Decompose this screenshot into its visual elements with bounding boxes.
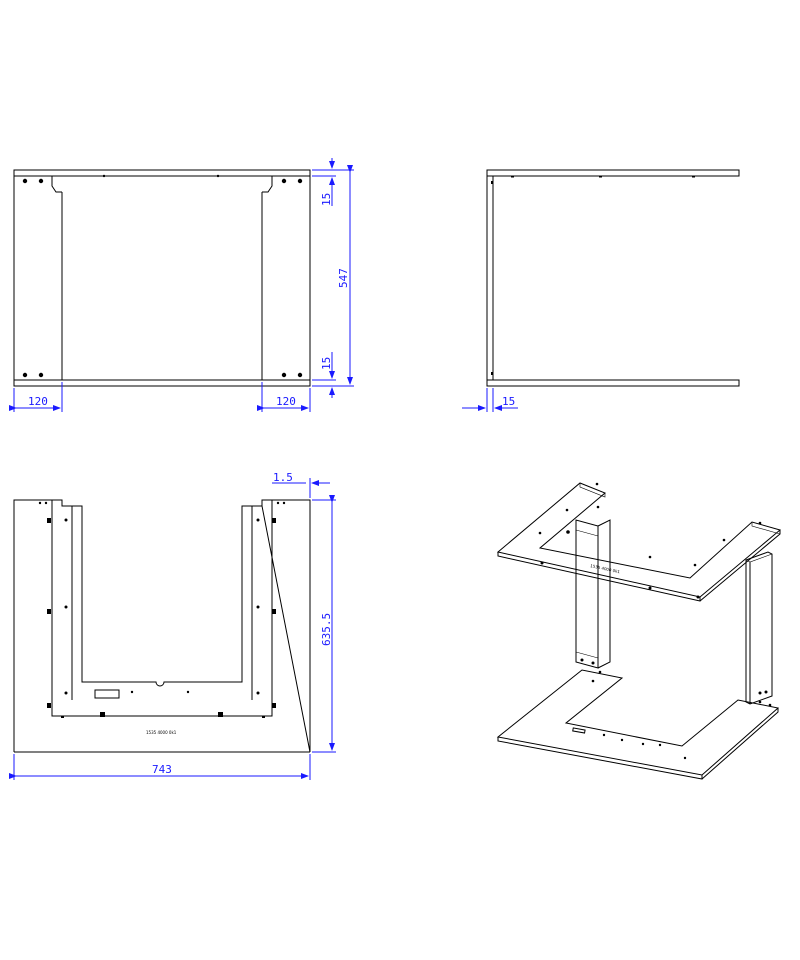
side-dimensions: 15	[462, 388, 518, 412]
top-base-plate	[13, 499, 311, 753]
dim-side-thickness: 15	[502, 395, 515, 408]
front-bottom-plate	[13, 379, 311, 387]
isometric-view: 1535 4000 0k1	[496, 482, 782, 780]
dim-width: 743	[152, 763, 172, 776]
side-view: 15	[462, 169, 740, 412]
top-view: 1535 4000 0k1 1.5 635.5 743	[9, 471, 336, 780]
top-part-number: 1535 4000 0k1	[146, 730, 177, 735]
top-cable-slot	[94, 689, 120, 699]
iso-part-number: 1535 4000 0k1	[590, 563, 621, 574]
dim-top-thickness: 15	[320, 193, 333, 206]
front-right-panel	[261, 175, 311, 380]
iso-base-plate	[496, 669, 780, 780]
dim-left-width: 120	[28, 395, 48, 408]
dim-right-width: 120	[276, 395, 296, 408]
iso-right-panel	[745, 551, 773, 705]
side-panel	[486, 176, 494, 380]
iso-top-frame: 1535 4000 0k1	[496, 482, 782, 602]
front-top-plate	[13, 169, 311, 177]
side-bottom-plate	[486, 379, 740, 387]
front-left-panel	[13, 175, 63, 380]
top-side-panels	[51, 506, 273, 716]
top-u-cutout	[51, 499, 273, 717]
top-fastener-holes	[38, 501, 286, 718]
dim-depth: 635.5	[320, 613, 333, 646]
top-dimensions: 1.5 635.5 743	[9, 471, 336, 780]
dim-offset: 1.5	[273, 471, 293, 484]
dim-height: 547	[337, 268, 350, 288]
front-fastener-holes	[22, 174, 303, 378]
front-view: 120 120 547 15 15	[9, 158, 354, 412]
side-fastener-marks	[491, 176, 695, 375]
iso-left-panel	[575, 519, 611, 669]
dim-bottom-thickness: 15	[320, 357, 333, 370]
side-top-plate	[486, 169, 740, 177]
front-dimensions: 120 120 547 15 15	[9, 158, 354, 412]
